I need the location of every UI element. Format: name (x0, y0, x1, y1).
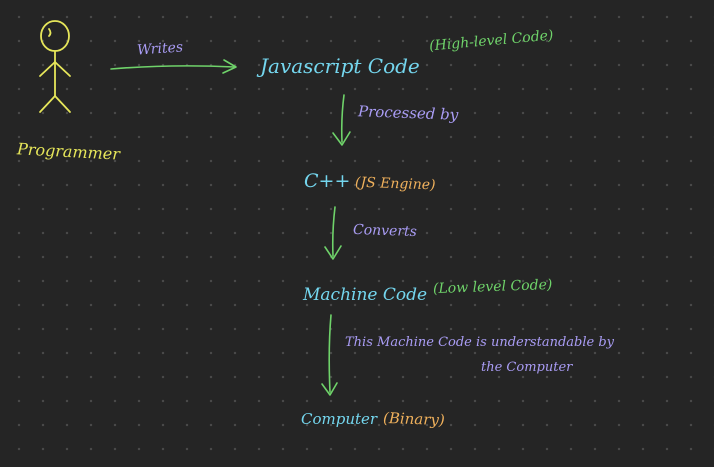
edge-label-processed-by: Processed by (357, 102, 459, 124)
note-binary: (Binary) (382, 408, 446, 430)
node-computer: Computer (301, 410, 378, 428)
arrow-processed-by (332, 94, 351, 146)
edge-label-writes: Writes (136, 39, 184, 59)
node-machine-code: Machine Code (303, 285, 428, 305)
arrow-understandable (321, 314, 338, 396)
note-js-engine: (JS Engine) (354, 174, 436, 194)
edge-label-understandable-line-1: This Machine Code is understandable by (345, 335, 614, 350)
arrow-converts (324, 206, 342, 260)
node-javascript-code: Javascript Code (260, 54, 420, 78)
node-cpp: C++ (304, 170, 351, 192)
arrow-writes (110, 59, 237, 74)
edge-label-converts: Converts (352, 221, 418, 241)
edge-label-understandable-line-2: the Computer (481, 360, 573, 375)
stick-figure-icon (39, 20, 71, 113)
note-low-level-code: (Low level Code) (432, 276, 553, 298)
